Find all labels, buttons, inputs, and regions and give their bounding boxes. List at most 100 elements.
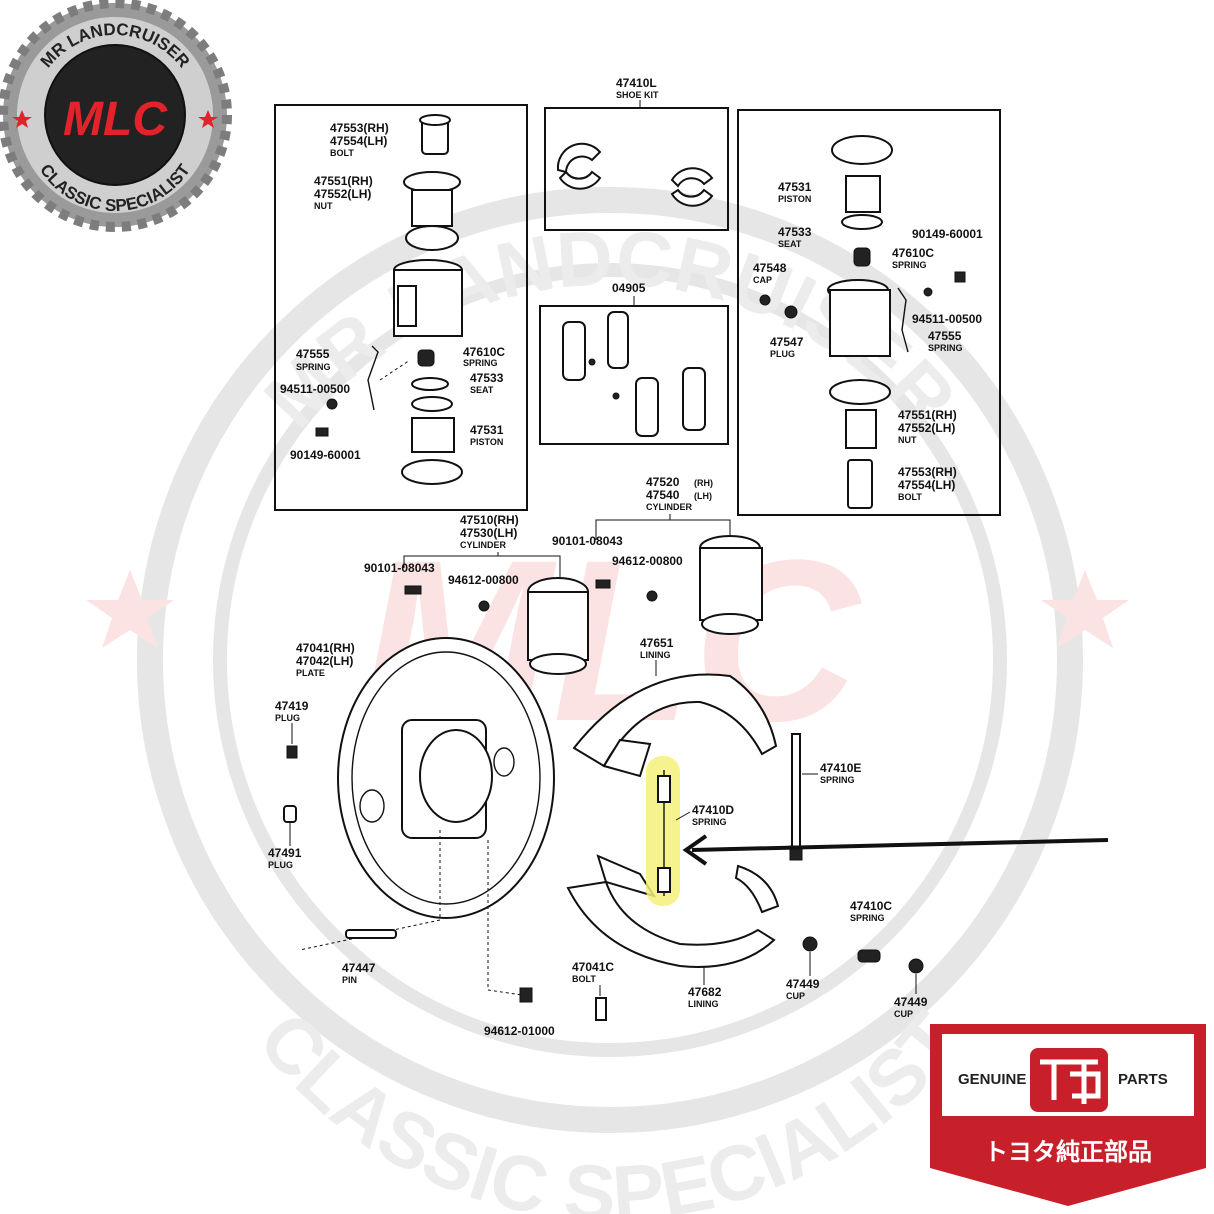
kit-component-4 xyxy=(682,367,706,431)
label-bolt: BOLT xyxy=(330,148,354,158)
cylinder-left-bottom xyxy=(529,653,587,675)
backing-plate-group: 47041(RH) 47042(LH) PLATE xyxy=(296,637,555,996)
seat-part xyxy=(411,377,449,391)
repair-kit-group: 04905 xyxy=(539,281,729,445)
backing-plate-hole-right xyxy=(493,747,515,777)
bleeder-screw xyxy=(326,398,338,410)
brand-badge: MR LANDCRUISER CLASSIC SPECIALIST MLC xyxy=(0,0,232,232)
plate-dash-2 xyxy=(487,840,523,996)
cylinder-left-bracket xyxy=(403,552,561,578)
label-lh-suffix: (LH) xyxy=(694,491,712,501)
backing-plate-hole-left xyxy=(359,789,385,823)
label-pin: PIN xyxy=(342,975,357,985)
label-47410l: 47410L xyxy=(616,76,657,90)
label-47551-r: 47551(RH) xyxy=(898,408,957,422)
brake-shoe-lower xyxy=(566,880,776,968)
bleeder-screw-right xyxy=(954,271,966,283)
label-47533: 47533 xyxy=(470,371,504,385)
right-cylinder-group: 47531 PISTON 47533 SEAT 90149-60001 4761… xyxy=(737,109,1001,516)
label-cup-a: CUP xyxy=(786,991,805,1001)
adjusting-spring-upper-coil xyxy=(657,775,671,803)
label-47533-r: 47533 xyxy=(778,225,812,239)
label-spring-2: SPRING xyxy=(463,358,498,368)
label-lining-lower: LINING xyxy=(688,999,719,1009)
adjusting-spring-lower-coil xyxy=(657,867,671,893)
label-47551: 47551(RH) xyxy=(314,174,373,188)
label-piston: PISTON xyxy=(470,437,503,447)
label-spring-47410d: SPRING xyxy=(692,817,727,827)
backing-plate-rim xyxy=(351,651,541,905)
label-nut: NUT xyxy=(314,201,333,211)
brake-shoe-upper-web xyxy=(602,738,652,778)
cup-part-1 xyxy=(802,936,818,952)
left-cylinder-group: 47553(RH) 47554(LH) BOLT 47551(RH) 47552… xyxy=(274,104,528,511)
bleeder-spring-right xyxy=(897,287,909,353)
boot-upper-right xyxy=(831,135,893,165)
label-90101-08043: 90101-08043 xyxy=(552,534,623,548)
spring-47410d-leader xyxy=(675,811,691,821)
label-cylinder-left: CYLINDER xyxy=(460,540,507,550)
label-47531-r: 47531 xyxy=(778,180,812,194)
kit-ball-2 xyxy=(612,392,620,400)
shoe-kit-box xyxy=(544,107,729,231)
label-spring-47410e: SPRING xyxy=(820,775,855,785)
label-47610c: 47610C xyxy=(463,345,505,359)
label-bolt-47041c: BOLT xyxy=(572,974,596,984)
kit-component-3 xyxy=(635,377,659,437)
label-piston-r: PISTON xyxy=(778,194,811,204)
label-47531: 47531 xyxy=(470,423,504,437)
boot-lower-top xyxy=(411,396,453,412)
shoe-kit-group: 47410L SHOE KIT xyxy=(544,76,729,231)
label-seat: SEAT xyxy=(470,385,494,395)
brake-shoe-lower-web xyxy=(596,854,657,898)
label-47449-a: 47449 xyxy=(786,977,820,991)
label-cap: CAP xyxy=(753,275,772,285)
label-lining-upper: LINING xyxy=(640,650,671,660)
plate-dash-1 xyxy=(299,830,441,951)
label-spring-r: SPRING xyxy=(892,260,927,270)
label-47555: 47555 xyxy=(296,347,330,361)
kit-ball-1 xyxy=(588,358,596,366)
bolt-small-2 xyxy=(595,579,611,589)
boot-upper xyxy=(405,225,459,251)
japanese-text: トヨタ純正部品 xyxy=(984,1138,1152,1166)
cup-part-2 xyxy=(908,958,924,974)
parts-text: PARTS xyxy=(1118,1071,1168,1088)
label-plug-47491: PLUG xyxy=(268,860,293,870)
label-47555-r: 47555 xyxy=(928,329,962,343)
label-47410c: 47410C xyxy=(850,899,892,913)
bleeder-spring xyxy=(367,345,379,411)
nut-right-body xyxy=(845,409,877,449)
label-47651: 47651 xyxy=(640,636,674,650)
bleeder-cap-right xyxy=(923,287,933,297)
washer-94612-01000 xyxy=(519,987,533,1003)
label-47041c: 47041C xyxy=(572,960,614,974)
badge-star-left xyxy=(12,110,32,128)
pointer-arrowhead xyxy=(682,834,708,866)
bolt-47041c xyxy=(595,997,607,1021)
toyota-logo-mark xyxy=(1040,1059,1101,1104)
brake-shoe-mini-left xyxy=(556,142,602,174)
label-47510: 47510(RH) xyxy=(460,513,519,527)
left-cylinder-box xyxy=(274,104,528,511)
nut-body xyxy=(411,189,453,227)
spring-47410c xyxy=(857,949,881,963)
wheel-cylinder-right xyxy=(829,289,891,357)
watermark-star-left xyxy=(86,570,174,648)
label-94511-00500-r: 94511-00500 xyxy=(912,312,982,326)
label-94511-00500: 94511-00500 xyxy=(280,382,350,396)
washer-small-2 xyxy=(646,590,658,602)
brake-shoes-group: 47651 LINING 47682 LINING 47410D SPRING … xyxy=(566,636,1109,1009)
label-47553: 47553(RH) xyxy=(330,121,389,135)
bleeder-cap xyxy=(315,427,329,437)
piston-right xyxy=(845,175,881,213)
label-47530: 47530(LH) xyxy=(460,526,517,540)
pointer-arrow xyxy=(691,838,1109,852)
plug-47419 xyxy=(286,745,298,759)
label-47547: 47547 xyxy=(770,335,804,349)
brake-shoe-mini-left-2 xyxy=(558,170,602,190)
label-04905: 04905 xyxy=(612,281,646,295)
cap-part xyxy=(759,294,771,306)
label-cylinder-right: CYLINDER xyxy=(646,502,693,512)
